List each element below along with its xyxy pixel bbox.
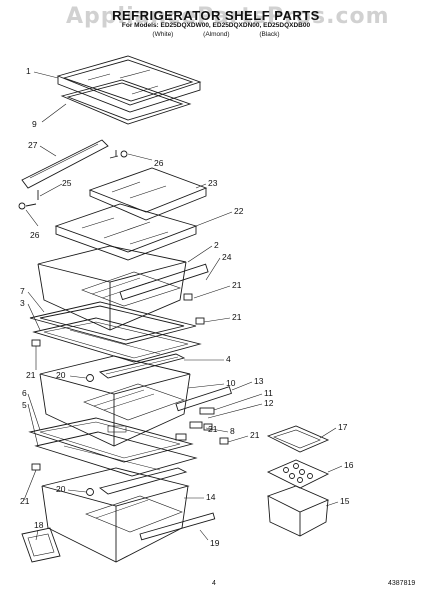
callout-21-f: 21	[20, 496, 30, 506]
part-7-crisper-frame	[29, 301, 197, 345]
part-4-slide-rail	[98, 353, 186, 379]
callout-16: 16	[344, 460, 354, 470]
callout-9: 9	[32, 119, 37, 129]
callout-13: 13	[254, 376, 264, 386]
page-number: 4	[212, 580, 216, 587]
callout-24: 24	[222, 252, 232, 262]
callout-18: 18	[34, 520, 44, 530]
part-19-rod	[139, 512, 216, 541]
callout-21-b: 21	[232, 312, 242, 322]
part-17-bin-cover	[266, 425, 330, 453]
part-21-clips	[31, 293, 229, 471]
callout-4-upper: 4	[226, 354, 231, 364]
part-16-egg-tray	[266, 459, 330, 489]
part-5-glass-insert	[34, 431, 198, 477]
part-11-12-clips	[175, 407, 215, 441]
document-number: 4387819	[388, 580, 416, 587]
part-27-mullion	[21, 139, 109, 189]
part-9-shelf-frame	[60, 79, 192, 125]
part-1-glass-shelf	[56, 55, 202, 113]
color-variants: (White) (Almond) (Black)	[0, 31, 432, 38]
callout-8: 8	[230, 426, 235, 436]
callout-22: 22	[234, 206, 244, 216]
part-4-lower-slide-rail	[98, 467, 188, 495]
part-20-bumpers	[86, 374, 94, 496]
color-black: (Black)	[259, 31, 280, 38]
part-13-rail	[175, 386, 232, 412]
part-15-bin	[266, 485, 330, 537]
part-18-label	[21, 527, 61, 563]
callout-7: 7	[20, 286, 25, 296]
callout-3: 3	[20, 298, 25, 308]
color-white: (White)	[152, 31, 174, 38]
leader-lines	[23, 71, 343, 541]
part-23-crisper-cover	[88, 167, 208, 221]
callout-17: 17	[338, 422, 348, 432]
callout-26-top: 26	[154, 158, 164, 168]
part-3-glass-insert	[32, 317, 202, 363]
callout-6: 6	[22, 388, 27, 398]
callout-11: 11	[264, 388, 273, 398]
callout-20-upper: 20	[56, 370, 66, 380]
callout-5: 5	[22, 400, 27, 410]
callout-21-e: 21	[250, 430, 260, 440]
part-22-glass-shelf	[54, 203, 198, 261]
callout-26-left: 26	[30, 230, 40, 240]
callout-21-a: 21	[232, 280, 242, 290]
callout-numbers: 1 9 27 26 25 26 23 22 2 24 7 3 21 21 4 2…	[20, 66, 354, 548]
callout-10: 10	[226, 378, 236, 388]
color-almond: (Almond)	[203, 31, 230, 38]
part-2-crisper-drawer	[37, 245, 187, 331]
part-26-screws	[18, 150, 128, 210]
part-14-bottom-drawer	[41, 467, 190, 563]
callout-15: 15	[340, 496, 350, 506]
callout-21-c: 21	[26, 370, 36, 380]
part-24-rail	[119, 263, 209, 301]
callout-12: 12	[264, 398, 274, 408]
callout-14: 14	[206, 492, 216, 502]
model-numbers: For Models: ED25DQXDW00, ED25DQXDN00, ED…	[121, 22, 311, 29]
part-6-crisper-frame	[28, 417, 194, 463]
callout-20-lower: 20	[56, 484, 66, 494]
callout-25: 25	[62, 178, 72, 188]
callout-2: 2	[214, 240, 219, 250]
callout-19: 19	[210, 538, 220, 548]
page-title: REFRIGERATOR SHELF PARTS	[112, 8, 320, 23]
callout-1: 1	[26, 66, 31, 76]
callout-21-d: 21	[208, 424, 218, 434]
callout-23: 23	[208, 178, 218, 188]
callout-27: 27	[28, 140, 38, 150]
